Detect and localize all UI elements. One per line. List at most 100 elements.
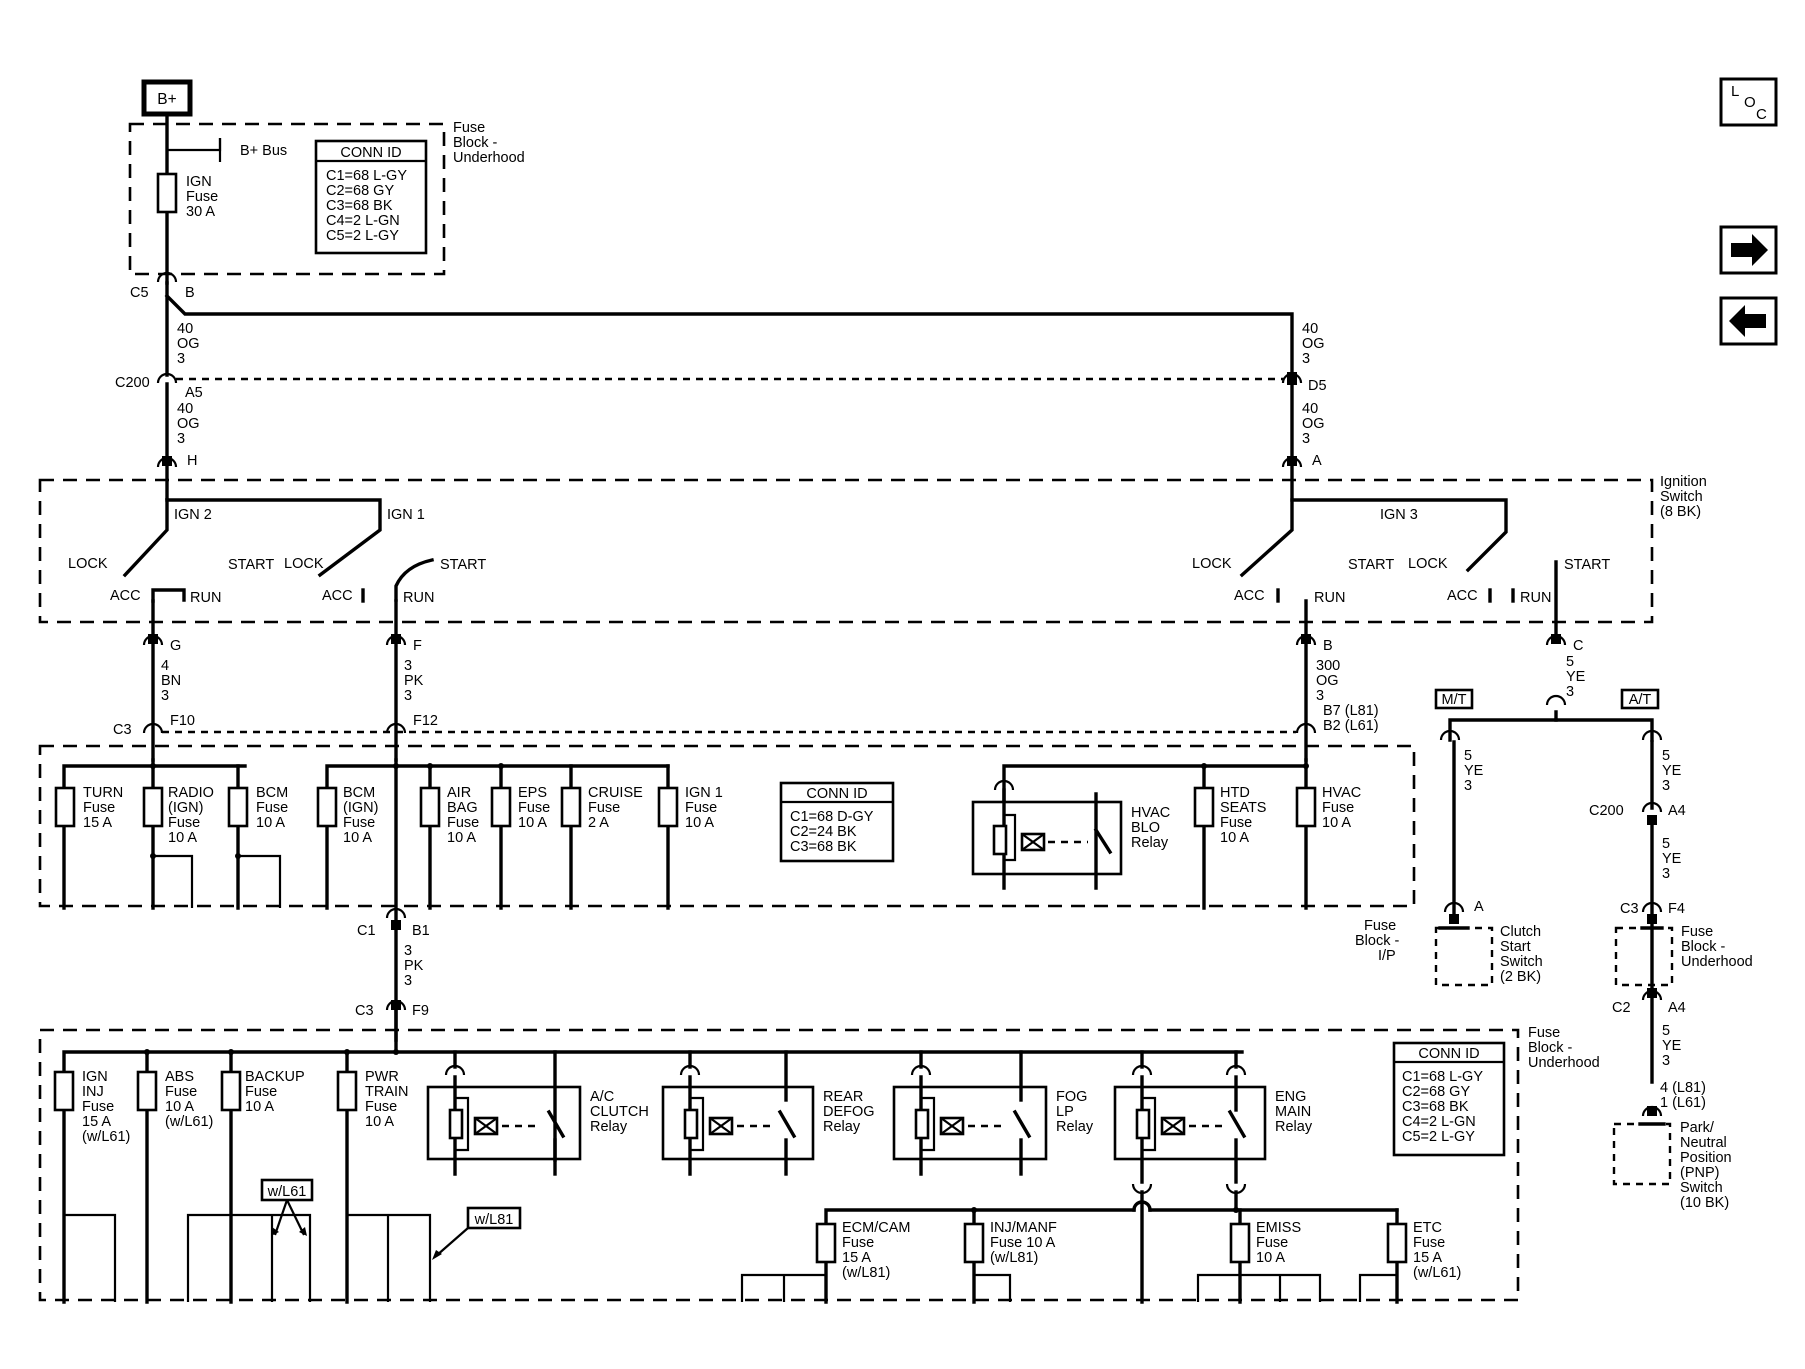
label-wires-w3pk3-2: 3 <box>404 688 412 704</box>
label-ip-block-fuses-3-name-2: Fuse <box>343 815 375 831</box>
ignition-switch-boundary <box>38 478 1654 624</box>
label-connectors-b7: B7 (L81) <box>1323 703 1379 719</box>
label-ip-block-fuses-7-name-0: IGN 1 <box>685 785 723 801</box>
label-connectors-a: A <box>1312 453 1322 469</box>
label-wires-w4bn3-2: 3 <box>161 688 169 704</box>
ignition-switch-contacts: IGN 2 IGN 1 LOCK START LOCK START ACC RU… <box>68 465 1610 642</box>
label-conn-underhood-bottom-lines-0: C1=68 L-GY <box>1402 1069 1483 1085</box>
label-underhood-right-1: Block - <box>1681 939 1725 955</box>
label-conn-underhood-lines-2: C3=68 BK <box>326 198 393 214</box>
label-ignition-acc: ACC <box>1447 588 1478 604</box>
label-ip-block-fuses-1-name-0: RADIO <box>168 785 214 801</box>
label-wires-w3pk3-0: 3 <box>404 943 412 959</box>
label-connectors-f4: F4 <box>1668 901 1685 917</box>
label-ip-block-fuses-4-name-2: Fuse <box>447 815 479 831</box>
label-wires-w4bn3-0: 4 <box>161 658 169 674</box>
label-conn-underhood-bottom-lines-3: C4=2 L-GN <box>1402 1114 1476 1130</box>
label-wires-w5ye3-0: 5 <box>1662 836 1670 852</box>
underhood-right-block: C3 F4 Fuse Block - Underhood C2 A4 5 YE … <box>1612 901 1753 1069</box>
label-ip-block-fuses-1-name-2: Fuse <box>168 815 200 831</box>
label-pnp-switch-1: Neutral <box>1680 1135 1727 1151</box>
label-wires-w40og3-2: 3 <box>177 431 185 447</box>
hvac-blo-relay: HVAC BLO Relay <box>971 779 1170 890</box>
label-wires-w40og3-2: 3 <box>1302 351 1310 367</box>
label-fuse-block-underhood-top-1: Block - <box>453 135 497 151</box>
label-ip-block-fuses-3-name-1: (IGN) <box>343 800 378 816</box>
loc-button[interactable]: L O C <box>1719 77 1778 127</box>
label-underhood-bottom-fuses-3-name-3: 10 A <box>365 1114 394 1130</box>
label-underhood-bottom-wl81: w/L81 <box>474 1212 514 1228</box>
label-underhood-bottom-fuses-2-name-1: Fuse <box>245 1084 277 1100</box>
label-underhood-bottom-lower-fuses-2-name-2: 10 A <box>1256 1250 1285 1266</box>
label-wires-w5ye3-2: 3 <box>1464 778 1472 794</box>
label-pnp-switch-3: (PNP) <box>1680 1165 1719 1181</box>
label-conn-underhood-title: CONN ID <box>340 145 401 161</box>
label-wires-w5ye3-1: YE <box>1464 763 1484 779</box>
label-connectors-c200b: C200 <box>1589 803 1624 819</box>
label-connectors-b1: B1 <box>412 923 430 939</box>
wire-40og3-right-upper: 40 OG 3 <box>1302 321 1325 367</box>
label-wires-w40og3-1: OG <box>177 416 200 432</box>
label-ip-block-fuses-3-name-0: BCM <box>343 785 375 801</box>
label-transmission-at: A/T <box>1629 692 1652 708</box>
label-wires-w300og3-2: 3 <box>1316 688 1324 704</box>
label-underhood-bottom-lower-fuses-0-name-1: Fuse <box>842 1235 874 1251</box>
wire-40og3-left-upper: 40 OG 3 <box>177 321 200 367</box>
ign-fuse-l3: 30 A <box>186 204 215 220</box>
label-connectors-b2: B <box>1323 638 1333 654</box>
label-connectors-c3c: C3 <box>1620 901 1639 917</box>
fuse-bcm: BCM Fuse 10 A <box>227 785 288 831</box>
ip-fuse-block-title: Fuse Block - I/P <box>1355 918 1399 964</box>
bplus-supply: B+ B+ Bus IGN Fuse 30 A <box>141 79 287 285</box>
label-connectors-pnp-pins-1: 1 (L61) <box>1660 1095 1706 1111</box>
label-ignition-title-0: Ignition <box>1660 474 1707 490</box>
w-l81-callout: w/L81 <box>432 1206 522 1260</box>
ignition-switch-title: Ignition Switch (8 BK) <box>1660 474 1707 520</box>
label-wires-w40og3-1: OG <box>1302 336 1325 352</box>
relay-fog-lp: FOG LP Relay <box>892 1050 1094 1176</box>
loc-letter-l: L <box>1731 83 1739 100</box>
bplus-bus-label: B+ Bus <box>240 143 287 159</box>
label-underhood-bottom-lower-fuses-0-name-3: (w/L81) <box>842 1265 890 1281</box>
label-wires-w40og3-0: 40 <box>1302 321 1318 337</box>
label-ignition-run: RUN <box>190 590 221 606</box>
label-underhood-bottom-lower-fuses-3-name-1: Fuse <box>1413 1235 1445 1251</box>
label-ignition-lock: LOCK <box>68 556 108 572</box>
label-connectors-pnp-pins-0: 4 (L81) <box>1660 1080 1706 1096</box>
label-connectors-g: G <box>170 638 181 654</box>
underhood-fuses: IGN INJ Fuse 15 A (w/L61) ABS Fuse 10 A … <box>53 1069 409 1145</box>
label-wires-w40og3-0: 40 <box>177 401 193 417</box>
label-pnp-switch-0: Park/ <box>1680 1120 1715 1136</box>
label-ip-block-fuses-4-name-3: 10 A <box>447 830 476 846</box>
label-wires-w40og3-2: 3 <box>1302 431 1310 447</box>
fuse-pwr-train: PWR TRAIN Fuse 10 A <box>336 1069 409 1130</box>
label-ignition-lock: LOCK <box>1408 556 1448 572</box>
label-conn-ip-lines-1: C2=24 BK <box>790 824 857 840</box>
label-ignition-title-2: (8 BK) <box>1660 504 1701 520</box>
label-ip-block-fuses-0-name-0: TURN <box>83 785 123 801</box>
previous-page-button[interactable] <box>1719 296 1778 346</box>
label-conn-ip-lines-0: C1=68 D-GY <box>790 809 874 825</box>
c200-connector: C200 A5 D5 <box>115 372 1327 458</box>
label-underhood-bottom-fuses-1-name-3: (w/L61) <box>165 1114 213 1130</box>
next-page-button[interactable] <box>1719 225 1778 275</box>
fuse-etc: ETC Fuse 15 A (w/L61) <box>1386 1220 1461 1281</box>
label-ip-block-fuses-0-name-2: 15 A <box>83 815 112 831</box>
label-wires-w5ye3-0: 5 <box>1662 1023 1670 1039</box>
label-underhood-bottom-relays-1-1: DEFOG <box>823 1104 875 1120</box>
conn-id-ip: CONN ID C1=68 D-GY C2=24 BK C3=68 BK <box>779 781 895 863</box>
ignition-output-wires: G F B C 4 BN 3 3 PK 3 300 OG 3 5 YE 3 <box>142 599 1586 762</box>
label-conn-underhood-bottom-lines-4: C5=2 L-GY <box>1402 1129 1475 1145</box>
label-underhood-bottom-fuses-0-name-1: INJ <box>82 1084 104 1100</box>
label-ip-block-fuses-8-name-2: Fuse <box>1220 815 1252 831</box>
c5-connector: C5 B <box>130 271 1294 377</box>
label-connectors-b2l61: B2 (L61) <box>1323 718 1379 734</box>
label-ip-block-fuses-8-name-0: HTD <box>1220 785 1250 801</box>
label-underhood-bottom-lower-fuses-1-name-1: Fuse 10 A <box>990 1235 1056 1251</box>
relay-rear-defog: REAR DEFOG Relay <box>661 1050 875 1176</box>
label-wires-w5ye3-1: YE <box>1566 669 1586 685</box>
fuse-eps: EPS Fuse 10 A <box>490 785 550 831</box>
label-transmission-mt: M/T <box>1442 692 1467 708</box>
ign-fuse-l2: Fuse <box>186 189 218 205</box>
label-wires-w4bn3-1: BN <box>161 673 181 689</box>
